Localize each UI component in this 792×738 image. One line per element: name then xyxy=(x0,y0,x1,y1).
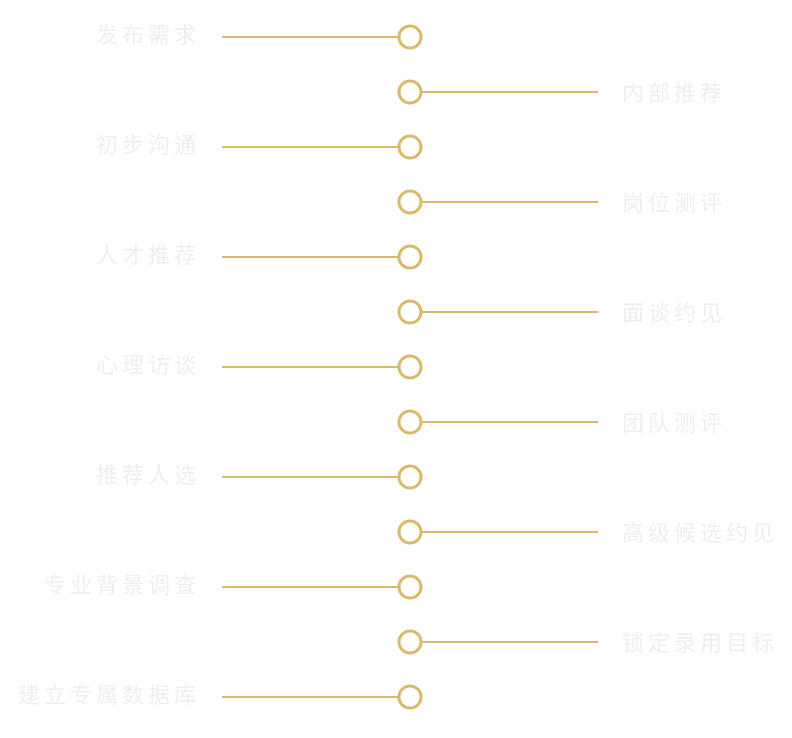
step-label-12: 锁定录用目标 xyxy=(622,632,779,657)
step-node-10 xyxy=(397,519,423,545)
step-node-3 xyxy=(397,134,423,160)
step-node-2 xyxy=(397,79,423,105)
step-label-8: 团队测评 xyxy=(622,412,727,437)
step-node-7 xyxy=(397,354,423,380)
step-label-7: 心理访谈 xyxy=(95,354,200,379)
step-node-6 xyxy=(397,299,423,325)
step-label-3: 初步沟通 xyxy=(95,134,200,159)
step-label-2: 内部推荐 xyxy=(622,82,727,107)
step-node-5 xyxy=(397,244,423,270)
step-label-11: 专业背景调查 xyxy=(43,574,200,599)
step-label-4: 岗位测评 xyxy=(622,192,727,217)
step-node-12 xyxy=(397,629,423,655)
step-label-6: 面谈约见 xyxy=(622,302,727,327)
step-node-9 xyxy=(397,464,423,490)
step-label-5: 人才推荐 xyxy=(95,244,200,269)
step-node-8 xyxy=(397,409,423,435)
step-label-10: 高级候选约见 xyxy=(622,522,779,547)
step-label-9: 推荐人选 xyxy=(95,464,200,489)
step-node-11 xyxy=(397,574,423,600)
step-node-13 xyxy=(397,684,423,710)
step-label-1: 发布需求 xyxy=(95,24,200,49)
step-node-4 xyxy=(397,189,423,215)
step-node-1 xyxy=(397,24,423,50)
step-label-13: 建立专属数据库 xyxy=(17,684,200,709)
